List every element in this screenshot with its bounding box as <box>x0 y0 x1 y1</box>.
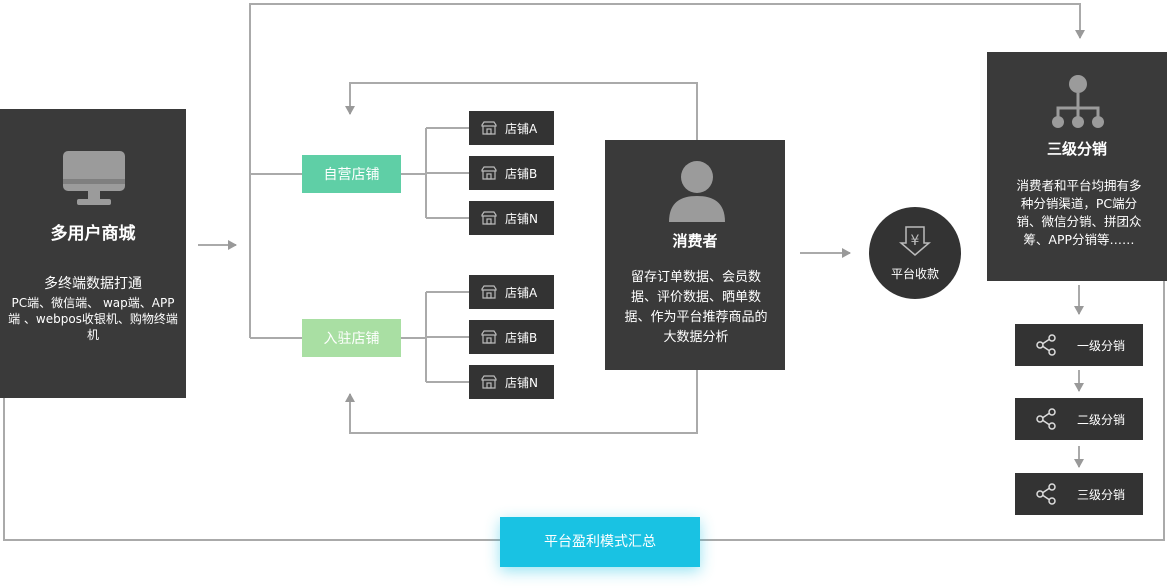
mall-description: PC端、微信端、 wap端、APP端 、webpos收银机、购物终端机 <box>8 296 178 342</box>
mall-box: 多用户商城 多终端数据打通 PC端、微信端、 wap端、APP端 、webpos… <box>0 109 186 398</box>
entry-store-a: 店铺A <box>469 275 554 309</box>
level-3-distribution: 三级分销 <box>1015 473 1143 515</box>
distribution-title: 三级分销 <box>1046 140 1107 158</box>
store-icon <box>481 375 497 389</box>
store-name: 店铺N <box>505 211 538 226</box>
store-icon <box>481 166 497 180</box>
mall-title: 多用户商城 <box>50 224 136 244</box>
store-name: 店铺A <box>505 285 538 300</box>
share-icon <box>1036 334 1056 356</box>
self-store-label: 自营店铺 <box>302 155 401 193</box>
distribution-box: 三级分销 消费者和平台均拥有多种分销渠道，PC端分销、微信分销、拼团众筹、APP… <box>987 52 1167 281</box>
self-store-a: 店铺A <box>469 111 554 145</box>
store-icon <box>481 211 497 225</box>
store-name: 店铺A <box>505 121 538 136</box>
self-store-b: 店铺B <box>469 156 554 190</box>
store-icon <box>481 285 497 299</box>
summary-banner: 平台盈利模式汇总 <box>500 517 700 567</box>
level-label: 三级分销 <box>1077 487 1126 502</box>
yen-symbol: ¥ <box>911 233 920 249</box>
payment-circle: ¥ 平台收款 <box>869 207 961 299</box>
share-icon <box>1036 408 1056 430</box>
level-label: 一级分销 <box>1077 338 1126 353</box>
yen-icon: ¥ <box>899 226 931 256</box>
entry-store-b: 店铺B <box>469 320 554 354</box>
self-store-n: 店铺N <box>469 201 554 235</box>
entry-store-label: 入驻店铺 <box>302 319 401 357</box>
store-name: 店铺N <box>505 375 538 390</box>
level-2-distribution: 二级分销 <box>1015 398 1143 440</box>
payment-label: 平台收款 <box>890 267 939 281</box>
share-icon <box>1036 483 1056 505</box>
entry-store-n: 店铺N <box>469 365 554 399</box>
monitor-icon <box>63 151 125 205</box>
level-1-distribution: 一级分销 <box>1015 324 1143 366</box>
distribution-description: 消费者和平台均拥有多种分销渠道，PC端分销、微信分销、拼团众筹、APP分销等…… <box>1016 178 1142 247</box>
user-icon <box>669 161 725 222</box>
store-name: 店铺B <box>505 166 538 181</box>
store-name: 店铺B <box>505 330 538 345</box>
store-icon <box>481 330 497 344</box>
consumer-box: 消费者 留存订单数据、会员数据、评价数据、晒单数据、作为平台推荐商品的大数据分析 <box>605 140 785 370</box>
network-icon <box>1052 75 1104 128</box>
level-label: 二级分销 <box>1077 412 1126 427</box>
mall-subtitle: 多终端数据打通 <box>44 276 142 292</box>
consumer-title: 消费者 <box>672 232 718 250</box>
consumer-description: 留存订单数据、会员数据、评价数据、晒单数据、作为平台推荐商品的大数据分析 <box>624 270 768 345</box>
store-icon <box>481 121 497 135</box>
